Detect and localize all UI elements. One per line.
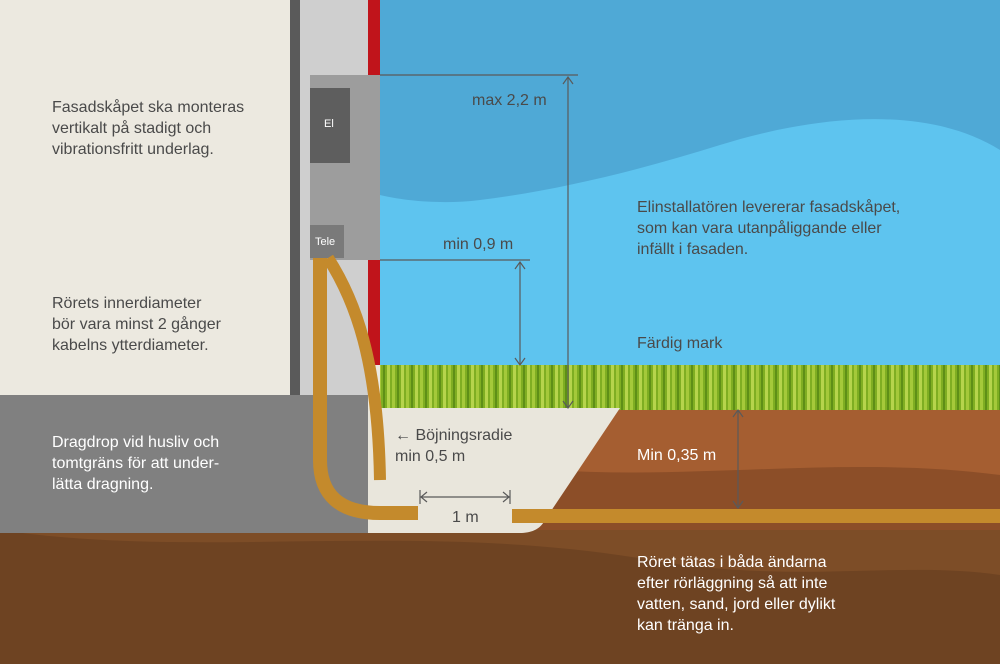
sealing-note: Röret tätas i båda ändarna efter rörlägg…: [637, 554, 836, 634]
tele-compartment: [310, 225, 344, 258]
tele-label: Tele: [315, 236, 336, 248]
depth-arrow-bottom: [732, 500, 744, 510]
el-label: El: [324, 118, 334, 130]
min-depth-label: Min 0,35 m: [637, 447, 717, 464]
pipe-curved: [322, 254, 386, 481]
min-height-arrow-bottom: [514, 357, 526, 367]
soil-wave: [0, 530, 1000, 575]
gap-arrow-left: [420, 491, 428, 503]
sand-trench: [368, 408, 620, 533]
gap-label: 1 m: [452, 509, 479, 526]
grass-strip: [380, 365, 1000, 410]
depth-arrow-top: [732, 408, 744, 418]
wall-dark-stripe: [290, 0, 300, 395]
el-compartment: [310, 88, 350, 163]
mounting-note: Fasadskåpet ska monteras vertikalt på st…: [52, 99, 245, 158]
max-height-label: max 2,2 m: [472, 92, 547, 109]
min-height-arrow-top: [514, 260, 526, 270]
ground-label: Färdig mark: [637, 335, 723, 352]
gap-arrow-right: [502, 491, 510, 503]
foundation: [0, 395, 368, 533]
sky-cloud-band: [380, 0, 1000, 203]
bend-radius-label: ← Böjningsradie min 0,5 m: [395, 427, 513, 465]
min-height-label: min 0,9 m: [443, 236, 514, 253]
installer-note: Elinstallatören levererar fasadskåpet, s…: [637, 199, 901, 258]
house-wall: [0, 0, 290, 395]
dragdrop-note: Dragdrop vid husliv och tomtgräns för at…: [52, 434, 220, 493]
max-height-arrow-bottom: [562, 400, 574, 410]
pipe-main: [313, 258, 418, 520]
dimension-lines: [380, 74, 744, 510]
pipe-diameter-note: Rörets innerdiameter bör vara minst 2 gå…: [52, 295, 221, 354]
max-height-arrow-top: [562, 75, 574, 85]
